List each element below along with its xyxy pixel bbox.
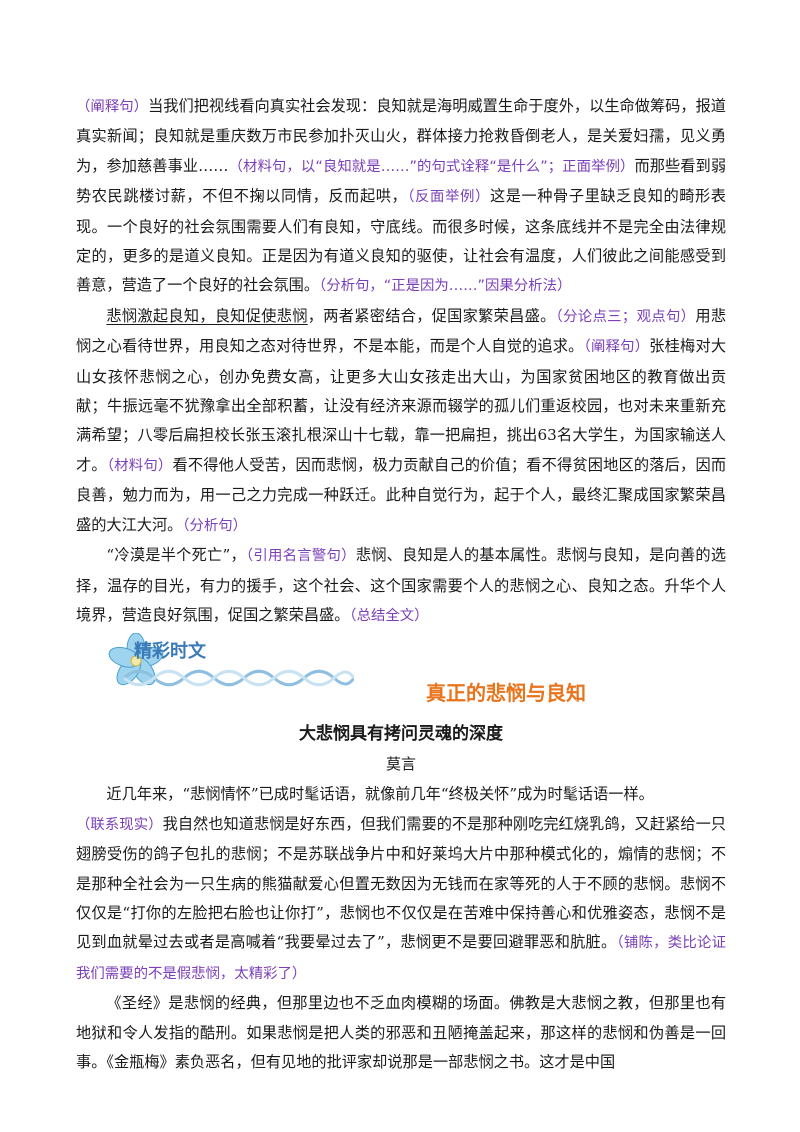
annotation: （材料句） [106,457,173,474]
ribbon-decoration [124,670,354,687]
annotation: （总结全文） [349,607,429,624]
paragraph-sub-argument-three: 悲悯激起良知，良知促使悲悯，两者紧密结合，促国家繁荣昌盛。（分论点三；观点句）用… [76,302,726,541]
body-text: 张桂梅对大山女孩怀悲悯之心，创办免费女高，让更多大山女孩走出大山，为国家贫困地区… [76,337,727,474]
section-title: 真正的悲悯与良知 [426,681,586,706]
annotation: （阐释句） [76,99,149,115]
body-text: ，两者紧密结合，促国家繁荣昌盛。 [307,306,556,325]
section-banner: 精彩时文 真正的悲悯与良知 [76,633,726,733]
article-title: 大悲悯具有拷问灵魂的深度 [299,724,503,745]
article-paragraph: （联系现实）我自然也知道悲悯是好东西，但我们需要的不是那种刚吃完红烧乳鸽，又赶紧… [76,810,726,989]
annotation: （材料句，以“良知就是……”的句式诠释“是什么”；正面举例） [228,158,635,175]
annotation: （铺陈，类比论证我们需要的不是假悲悯，太精彩了） [76,935,727,982]
annotation: （反面举例） [407,189,490,206]
body-text: 这是一种骨子里缺乏良知的畸形表现。一个良好的社会氛围需要人们有良知，守底线。而很… [76,187,726,295]
body-text: 而那些看到弱势农民跳楼讨薪，不但不掬以同情，反而起哄， [76,156,727,206]
annotation: （分析句，“正是因为……”因果分析法） [319,278,572,295]
paragraph-conclusion: “冷漠是半个死亡”，（引用名言警句）悲悯、良知是人的基本属性。悲悯与良知，是向善… [76,541,726,631]
annotation: （阐释句） [583,339,650,356]
flower-icon [108,633,164,686]
body-text: 我自然也知道悲悯是好东西，但我们需要的不是那种刚吃完红烧乳鸽，又赶紧给一只翅膀受… [76,814,726,952]
document-page: （阐释句）当我们把视线看向真实社会发现：良知就是海明威置生命于度外，以生命做筹码… [76,92,726,1077]
article-paragraph: 近几年来，“悲悯情怀”已成时髦话语，就像前几年“终极关怀”成为时髦话语一样。 [106,785,654,804]
banner-label: 精彩时文 [134,641,206,663]
body-text: 悲悯、良知是人的基本属性。悲悯与良知，是向善的选择，温存的目光，有力的援手，这个… [76,546,727,624]
paragraph-interpretation: （阐释句）当我们把视线看向真实社会发现：良知就是海明威置生命于度外，以生命做筹码… [76,92,726,302]
annotation: （联系现实） [76,816,163,833]
body-text: 看不得他人受苦，因而悲悯，极力贡献自己的价值；看不得贫困地区的落后，因而良善，勉… [76,455,727,534]
article-paragraph: 《圣经》是悲悯的经典，但那里边也不乏血肉模糊的场面。佛教是大悲悯之教，但那里也有… [76,994,726,1071]
annotation: （分论点三；观点句） [555,308,696,325]
underlined-thesis: 悲悯激起良知，良知促使悲悯 [106,306,308,325]
body-text: 当我们把视线看向真实社会发现：良知就是海明威置生命于度外，以生命做筹码，报道真实… [76,97,726,175]
annotation: （引用名言警句） [245,548,356,565]
body-text: 用悲悯之心看待世界，用良知之态对待世界，不是本能，而是个人自觉的追求。 [76,306,727,356]
annotation: （分析句） [182,517,248,534]
article-author: 莫言 [385,755,416,774]
body-text: “冷漠是半个死亡”， [106,546,246,565]
